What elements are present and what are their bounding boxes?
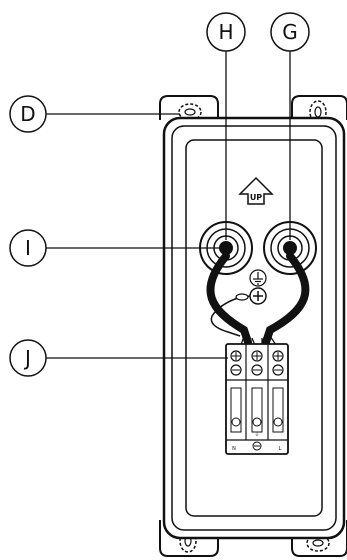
callout-g-label: G xyxy=(282,20,298,44)
earth-screw-icon xyxy=(249,287,267,305)
callout-j: J xyxy=(9,339,47,377)
callout-h-label: H xyxy=(218,20,233,44)
up-arrow-icon: UP xyxy=(238,176,274,205)
cable-left xyxy=(206,252,252,346)
callout-d-label: D xyxy=(20,102,35,126)
terminal-label-n: N xyxy=(232,446,236,452)
callout-j-label: J xyxy=(23,346,31,370)
callout-g: G xyxy=(270,12,310,52)
callout-h: H xyxy=(206,12,246,52)
up-arrow-label: UP xyxy=(250,193,262,202)
enclosure-inner xyxy=(185,139,323,517)
callout-i-label: I xyxy=(25,236,31,260)
mounting-tab-top-left xyxy=(159,95,219,121)
callout-leaders xyxy=(46,51,291,359)
earth-wire xyxy=(210,295,251,337)
callout-d: D xyxy=(9,95,47,133)
terminal-label-l: L xyxy=(279,446,282,452)
enclosure-rim xyxy=(171,125,337,531)
terminal-block xyxy=(225,343,289,455)
earth-symbol-icon xyxy=(249,269,267,287)
cable-right xyxy=(262,252,310,346)
terminal-label-earth: ⏚ xyxy=(254,431,259,438)
callout-i: I xyxy=(9,229,47,267)
